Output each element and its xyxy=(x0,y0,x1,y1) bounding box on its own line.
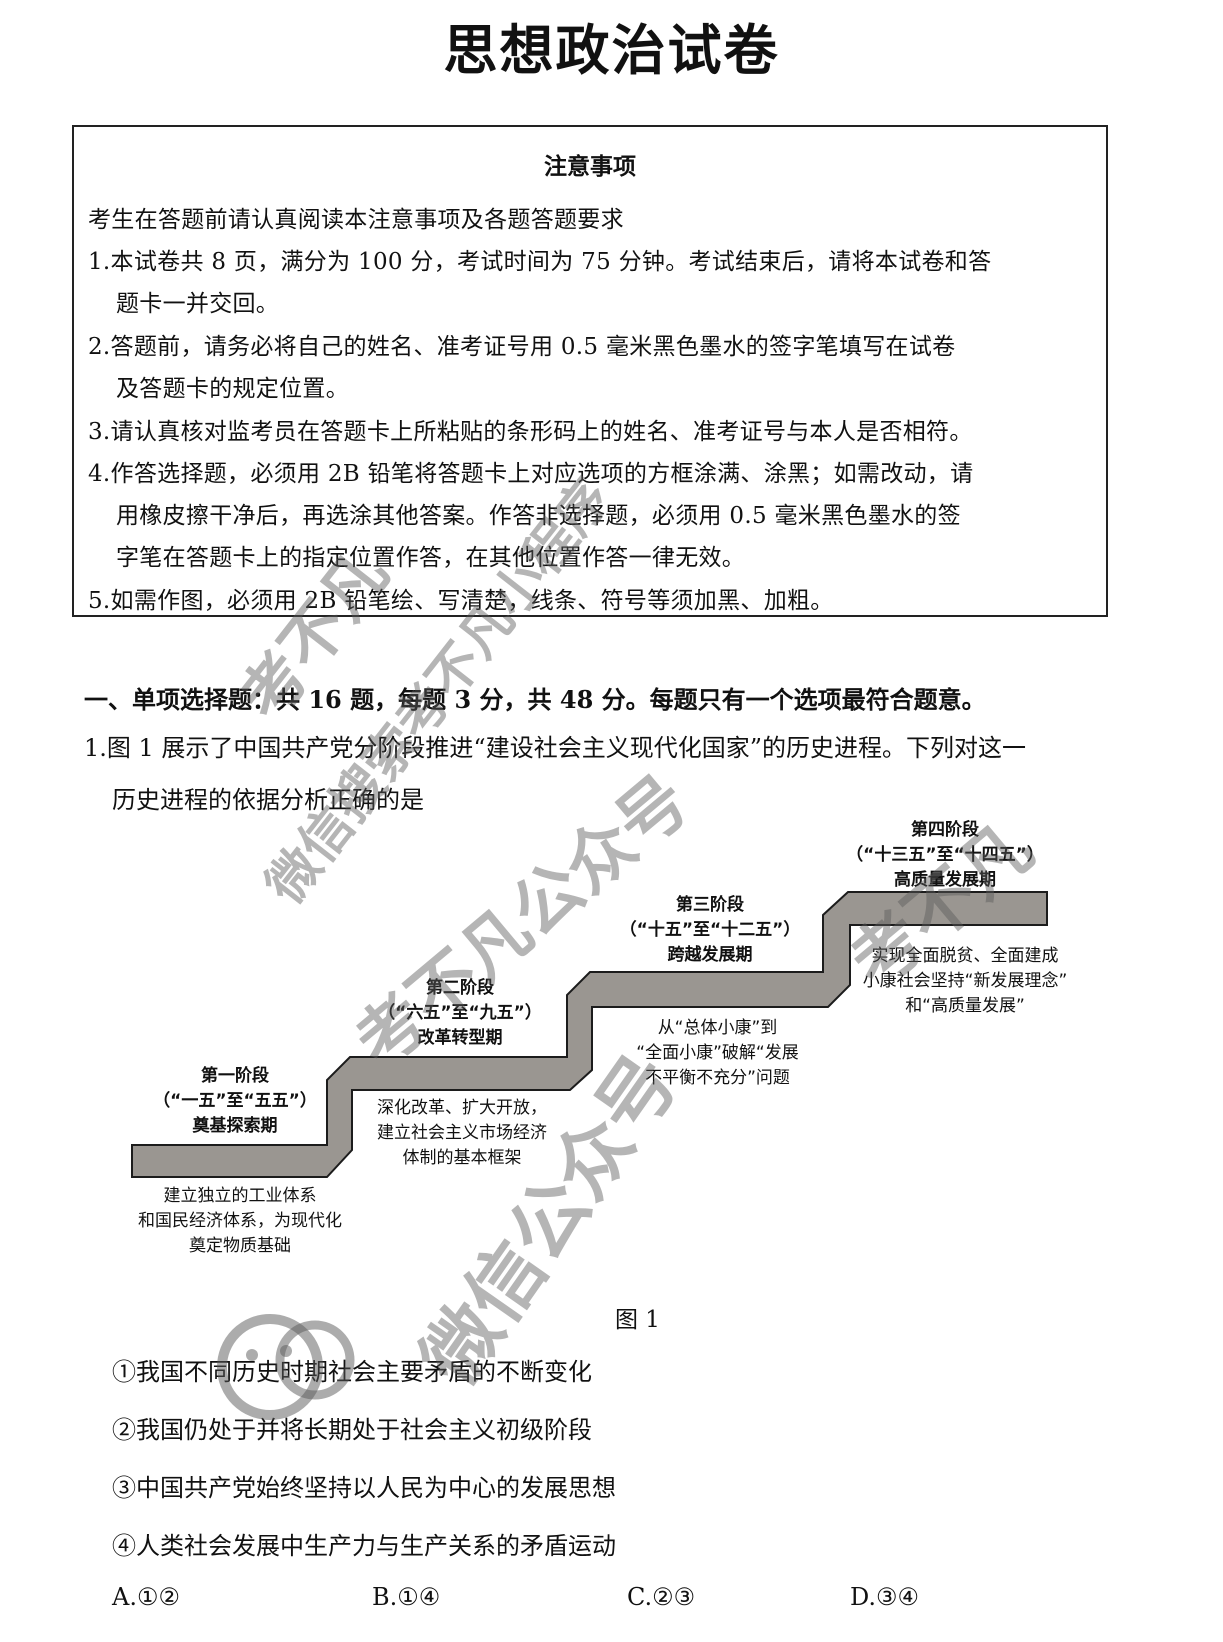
notice-item-5: 5.如需作图，必须用 2B 铅笔绘、写清楚，线条、符号等须加黑、加粗。 xyxy=(88,588,834,614)
stage-3-period: （“十五”至“十二五”） xyxy=(619,920,801,940)
choice-a-value: ①② xyxy=(136,1583,180,1611)
stage-3-title: 跨越发展期 xyxy=(667,945,753,965)
stage-4-name: 第四阶段 xyxy=(911,820,979,840)
stage-2-name: 第二阶段 xyxy=(426,978,494,998)
choice-b[interactable]: B.①④ xyxy=(372,1583,440,1611)
choice-c[interactable]: C.②③ xyxy=(627,1583,695,1611)
choice-c-letter: C. xyxy=(627,1583,653,1611)
page-title: 思想政治试卷 xyxy=(443,19,780,82)
notice-heading: 注意事项 xyxy=(544,153,636,180)
figure-caption: 图 1 xyxy=(615,1307,660,1333)
statement-3: ③中国共产党始终坚持以人民为中心的发展思想 xyxy=(112,1474,616,1502)
choice-d-letter: D. xyxy=(850,1583,877,1611)
stage-4-title: 高质量发展期 xyxy=(894,870,996,890)
choice-b-value: ①④ xyxy=(397,1583,441,1611)
notice-box: 注意事项 考生在答题前请认真阅读本注意事项及各题答题要求 1.本试卷共 8 页，… xyxy=(72,125,1108,617)
stage-2-title: 改革转型期 xyxy=(417,1028,503,1048)
choice-a-letter: A. xyxy=(112,1583,137,1611)
stage-2-label: 第二阶段 （“六五”至“九五”） 改革转型期 xyxy=(350,976,570,1051)
choice-c-value: ②③ xyxy=(652,1583,696,1611)
notice-item-1: 1.本试卷共 8 页，满分为 100 分，考试时间为 75 分钟。考试结束后，请… xyxy=(88,249,992,275)
notice-item-3: 3.请认真核对监考员在答题卡上所粘贴的条形码上的姓名、准考证号与本人是否相符。 xyxy=(88,419,973,445)
stage-4-period: （“十三五”至“十四五”） xyxy=(846,845,1044,865)
choice-d[interactable]: D.③④ xyxy=(850,1583,919,1611)
question-1-stem: 1.图 1 展示了中国共产党分阶段推进“建设社会主义现代化国家”的历史进程。下列… xyxy=(84,734,1026,762)
statement-4: ④人类社会发展中生产力与生产关系的矛盾运动 xyxy=(112,1532,616,1560)
wechat-logo-icon xyxy=(217,1314,355,1420)
statement-2: ②我国仍处于并将长期处于社会主义初级阶段 xyxy=(112,1416,592,1444)
notice-intro: 考生在答题前请认真阅读本注意事项及各题答题要求 xyxy=(88,207,624,233)
stage-4-label: 第四阶段 （“十三五”至“十四五”） 高质量发展期 xyxy=(820,818,1070,893)
notice-item-4-cont1: 用橡皮擦干净后，再选涂其他答案。作答非选择题，必须用 0.5 毫米黑色墨水的签 xyxy=(116,503,961,529)
staircase-diagram xyxy=(131,891,1048,1178)
notice-item-2: 2.答题前，请务必将自己的姓名、准考证号用 0.5 毫米黑色墨水的签字笔填写在试… xyxy=(88,334,956,360)
stage-3-name: 第三阶段 xyxy=(676,895,744,915)
notice-item-4-cont2: 字笔在答题卡上的指定位置作答，在其他位置作答一律无效。 xyxy=(116,545,746,571)
stage-1-period: （“一五”至“五五”） xyxy=(153,1091,317,1111)
notice-item-1-cont: 题卡一并交回。 xyxy=(116,291,280,317)
stage-2-period: （“六五”至“九五”） xyxy=(378,1003,542,1023)
section-heading: 一、单项选择题：共 16 题，每题 3 分，共 48 分。每题只有一个选项最符合… xyxy=(84,685,986,714)
notice-item-4: 4.作答选择题，必须用 2B 铅笔将答题卡上对应选项的方框涂满、涂黑；如需改动，… xyxy=(88,461,974,487)
choice-b-letter: B. xyxy=(372,1583,398,1611)
stage-1-title: 奠基探索期 xyxy=(192,1116,278,1136)
notice-item-2-cont: 及答题卡的规定位置。 xyxy=(116,376,349,402)
figure-1: 第一阶段 （“一五”至“五五”） 奠基探索期 建立独立的工业体系 和国民经济体系… xyxy=(130,818,1070,1256)
stage-2-desc: 深化改革、扩大开放， 建立社会主义市场经济 体制的基本框架 xyxy=(377,1098,547,1168)
stage-1-label: 第一阶段 （“一五”至“五五”） 奠基探索期 xyxy=(130,1064,340,1139)
choice-d-value: ③④ xyxy=(876,1583,920,1611)
stage-4-desc: 实现全面脱贫、全面建成 小康社会坚持“新发展理念” 和“高质量发展” xyxy=(862,946,1068,1016)
stage-3-desc: 从“总体小康”到 “全面小康”破解“发展 不平衡不充分”问题 xyxy=(636,1018,799,1088)
stage-1-desc: 建立独立的工业体系 和国民经济体系，为现代化 奠定物质基础 xyxy=(138,1186,342,1256)
choice-a[interactable]: A.①② xyxy=(112,1583,180,1611)
stage-3-label: 第三阶段 （“十五”至“十二五”） 跨越发展期 xyxy=(595,893,825,968)
question-1-stem-cont: 历史进程的依据分析正确的是 xyxy=(112,786,424,814)
stage-1-name: 第一阶段 xyxy=(201,1066,269,1086)
